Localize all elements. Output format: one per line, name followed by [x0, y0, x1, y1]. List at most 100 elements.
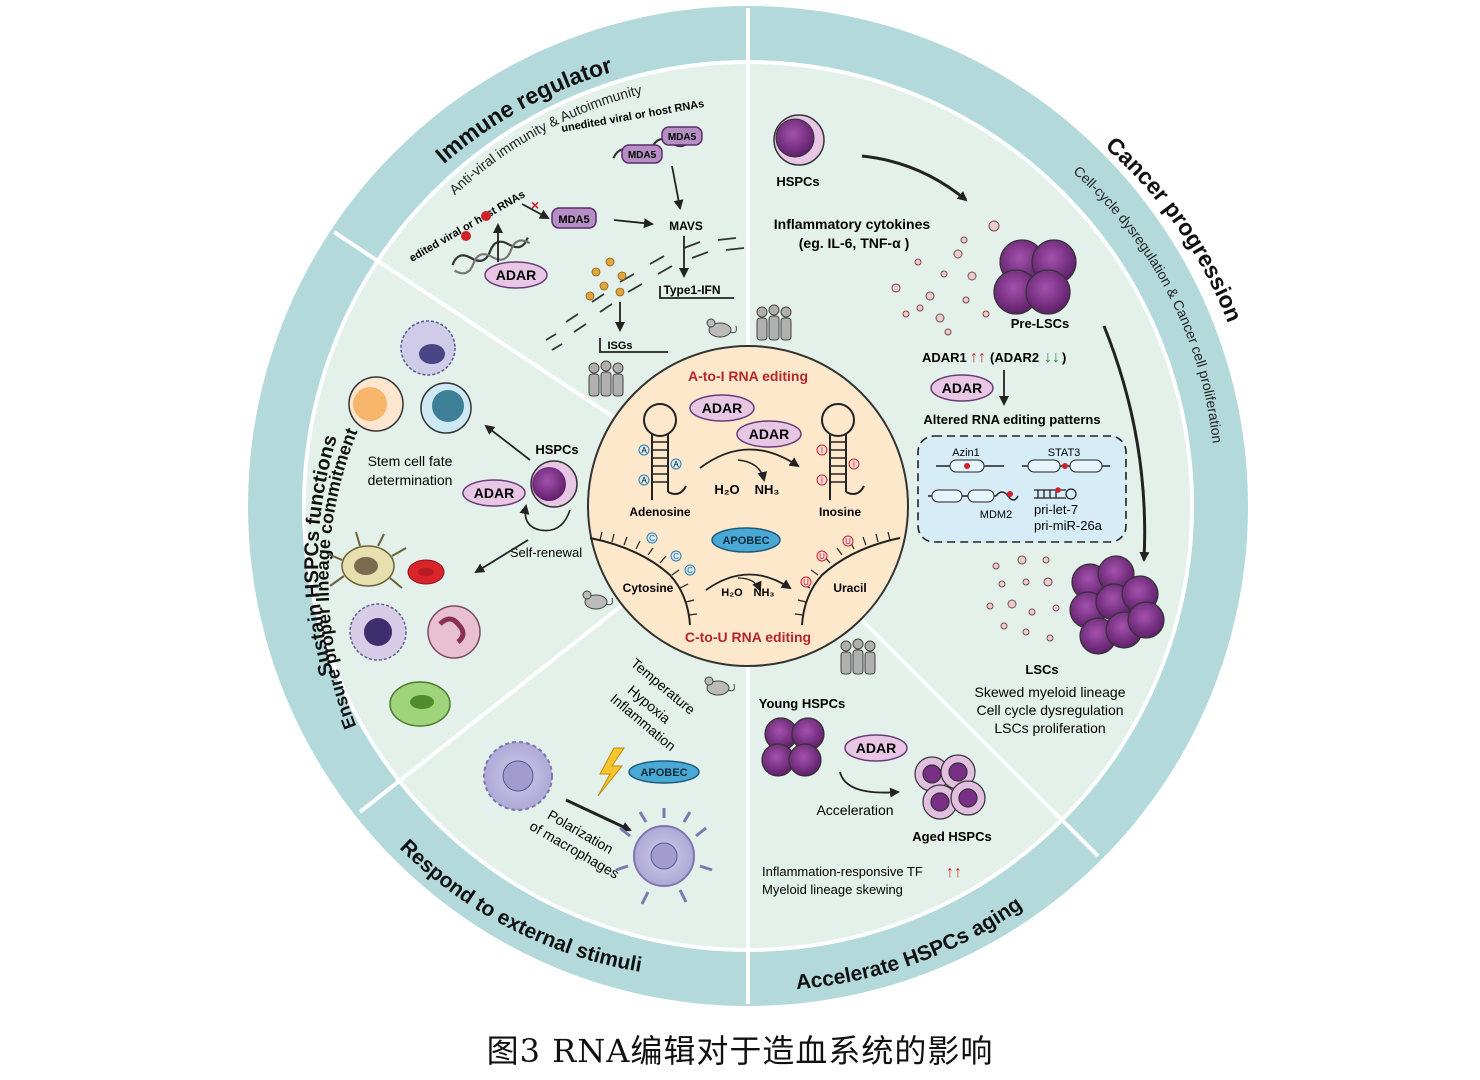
isgs-label: ISGs: [607, 340, 632, 352]
sustain-section: Stem cell fate determination HSPCs ADAR …: [327, 320, 582, 727]
prelscs-label: Pre-LSCs: [1011, 316, 1070, 331]
svg-text:I: I: [853, 460, 855, 469]
ifn-dots: [585, 257, 627, 301]
svg-text:I: I: [821, 446, 823, 455]
lsc-line-2: Cell cycle dysregulation: [976, 702, 1123, 718]
basophil-icon: [349, 603, 407, 661]
adar2-close: ): [1062, 350, 1066, 365]
adar-pill-core-2: [736, 420, 802, 448]
lightning-icon: [597, 747, 625, 797]
pri-mir26a-label: pri-miR-26a: [1034, 518, 1103, 533]
mda5-box-1: [551, 207, 597, 229]
figure-caption: 图3 RNA编辑对于造血系统的影响: [486, 1032, 994, 1070]
azin1-label: Azin1: [952, 447, 980, 459]
mda5-label-3: MDA5: [668, 132, 697, 143]
fate-label-2: determination: [368, 472, 453, 488]
i-markers: I I I: [816, 444, 860, 486]
macrophage-2-icon: [615, 808, 713, 905]
c-to-u-arrow: [705, 573, 792, 591]
stat3-label: STAT3: [1048, 447, 1081, 459]
mda5-box-3: [661, 126, 703, 146]
adar-pill-sustain: [462, 479, 526, 507]
hairpin-inosine: [821, 403, 865, 500]
apobec-text-respond: APOBEC: [640, 767, 687, 779]
adar-text-aging: ADAR: [856, 740, 896, 756]
people-icon-2: [588, 360, 624, 397]
svg-text:A: A: [673, 460, 679, 469]
cytokine-dots: [891, 220, 1000, 336]
lscs-label: LSCs: [1025, 662, 1058, 677]
rna-cytosine: [589, 537, 691, 626]
tf-label: Inflammation-responsive TF: [762, 864, 923, 879]
uracil-label: Uracil: [833, 581, 866, 595]
mda5-box-2: [621, 144, 663, 164]
dendritic-cell-icon: [327, 531, 407, 589]
a-to-i-arrow: [699, 448, 800, 469]
fate-label-1: Stem cell fate: [368, 453, 453, 469]
a-to-i-label: A-to-I RNA editing: [688, 368, 808, 384]
acceleration-label: Acceleration: [816, 802, 893, 818]
mouse-icon-1: [706, 318, 737, 338]
block-mark: ×: [531, 197, 539, 213]
adar1-label: ADAR1: [922, 350, 967, 365]
adar-pill-cancer: [930, 374, 994, 402]
self-renewal-label: Self-renewal: [510, 545, 582, 560]
svg-text:C: C: [649, 534, 655, 543]
nh3-label-2: NH₃: [754, 587, 775, 599]
lsc-line-3: LSCs proliferation: [994, 720, 1105, 736]
hspcs-label-cancer: HSPCs: [776, 174, 819, 189]
macrophage-1-icon: [483, 741, 553, 811]
cytokines-eg-label: (eg. IL-6, TNF-α ): [799, 235, 909, 251]
h2o-label-2: H₂O: [721, 587, 743, 599]
young-hspcs-cluster: [761, 717, 825, 777]
eosinophil-icon: [389, 681, 451, 727]
adar-text-core-1: ADAR: [702, 400, 742, 416]
hairpin-adenosine: [643, 403, 687, 500]
lsc-line-1: Skewed myeloid lineage: [975, 684, 1126, 700]
svg-text:U: U: [845, 537, 851, 546]
mda5-label-2: MDA5: [628, 150, 657, 161]
prelscs-cluster: [993, 239, 1077, 315]
adar-pill-immune: [484, 261, 548, 289]
mavs-label: MAVS: [669, 219, 703, 233]
apobec-text-core: APOBEC: [722, 535, 769, 547]
pri-let7-label: pri-let-7: [1034, 502, 1078, 517]
adar-pill-aging: [844, 734, 908, 762]
rna-uracil: [801, 537, 901, 626]
lscs-cluster: [1069, 555, 1165, 655]
a-markers: A A A: [638, 444, 682, 486]
people-icon-1: [756, 304, 792, 341]
cytokines-label: Inflammatory cytokines: [774, 216, 931, 232]
people-icon-3: [840, 638, 876, 675]
edited-rna-strand: [451, 237, 529, 266]
c-to-u-label: C-to-U RNA editing: [685, 629, 811, 645]
mast-cell-icon: [400, 320, 456, 376]
aging-section: Young HSPCs ADAR Acceleration Aged HSPCs…: [759, 696, 992, 897]
adar2-down-arrows: ↓↓: [1044, 349, 1060, 366]
mouse-icon-3: [704, 676, 735, 696]
apobec-pill-respond: [628, 760, 700, 784]
acceleration-arrow: [839, 771, 900, 798]
type1-ifn-label: Type1-IFN: [663, 283, 720, 297]
skew-label: Myeloid lineage skewing: [762, 882, 903, 897]
neutrophil-icon: [427, 605, 481, 659]
adar-text-sustain: ADAR: [474, 485, 514, 501]
svg-text:C: C: [687, 566, 693, 575]
adar-text-cancer: ADAR: [942, 380, 982, 396]
adar-text-immune: ADAR: [496, 267, 536, 283]
arrow-to-prelscs: [861, 154, 968, 202]
aged-hspcs-cluster: [914, 754, 986, 820]
adar-text-core-2: ADAR: [749, 426, 789, 442]
mdm2-label: MDM2: [980, 509, 1012, 521]
adar-pill-core-1: [689, 394, 755, 422]
svg-text:U: U: [803, 578, 809, 587]
adar1-up-arrows: ↑↑: [970, 349, 986, 366]
adenosine-label: Adenosine: [629, 505, 691, 519]
arrow-to-lscs: [1102, 325, 1150, 562]
h2o-label-1: H₂O: [714, 482, 739, 497]
adar2-label: (ADAR2: [990, 350, 1039, 365]
svg-text:C: C: [673, 552, 679, 561]
polarization-arrow: [565, 798, 632, 832]
membrane-dashes: [545, 237, 745, 351]
